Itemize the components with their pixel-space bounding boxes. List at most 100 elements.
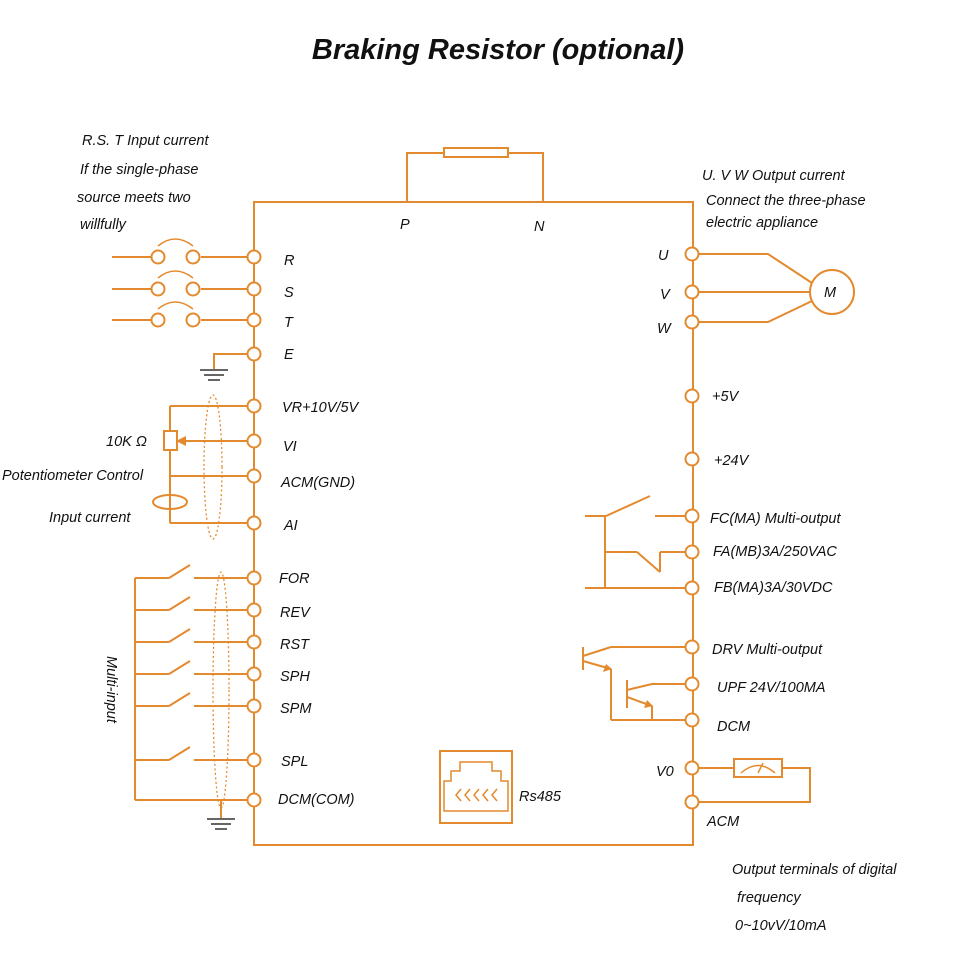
- terminal-u: [684, 246, 700, 262]
- output-note-line-3: electric appliance: [706, 215, 818, 231]
- terminal-for: [246, 570, 262, 586]
- terminal-label-v0: V0: [656, 764, 674, 780]
- left-terminal-circles: [246, 249, 262, 808]
- analog-shield-icon: [203, 394, 223, 540]
- terminal-spm: [246, 698, 262, 714]
- terminal-label-w: W: [657, 321, 672, 337]
- terminal-drv: [684, 639, 700, 655]
- terminal-label-spm: SPM: [280, 701, 312, 717]
- terminal-sph: [246, 666, 262, 682]
- terminal-label-dcm-com: DCM(COM): [278, 792, 355, 808]
- terminal-label-u: U: [658, 248, 669, 264]
- terminal-label-v: V: [660, 287, 671, 303]
- terminal-label-sph: SPH: [280, 669, 310, 685]
- inverter-body: [253, 201, 694, 846]
- frequency-meter-wiring: [699, 758, 811, 803]
- right-terminal-circles: [684, 246, 700, 810]
- terminal-label-drv: DRV Multi-output: [712, 642, 823, 658]
- terminal-w: [684, 314, 700, 330]
- terminal-upf: [684, 676, 700, 692]
- terminal-plus5v: [684, 388, 700, 404]
- diagram-title: Braking Resistor (optional): [312, 34, 684, 66]
- terminal-r: [246, 249, 262, 265]
- terminal-s: [246, 281, 262, 297]
- terminal-label-vi: VI: [283, 439, 297, 455]
- terminal-rev: [246, 602, 262, 618]
- frequency-note-line-1: Output terminals of digital: [732, 862, 897, 878]
- terminal-label-fa: FA(MB)3A/250VAC: [713, 544, 837, 560]
- resistor-value-label: 10K Ω: [106, 434, 147, 450]
- terminal-label-for: FOR: [279, 571, 310, 587]
- terminal-spl: [246, 752, 262, 768]
- analog-input-wiring: [152, 405, 247, 524]
- terminal-label-s: S: [284, 285, 294, 301]
- terminal-t: [246, 312, 262, 328]
- terminal-plus24v: [684, 451, 700, 467]
- relay-output-wiring: [585, 495, 686, 589]
- terminal-fb: [684, 580, 700, 596]
- output-note-line-1: U. V W Output current: [702, 168, 846, 184]
- braking-resistor: [406, 147, 544, 202]
- rs485-label: Rs485: [519, 789, 562, 805]
- terminal-e: [246, 346, 262, 362]
- terminal-vi: [246, 433, 262, 449]
- digital-input-wiring: [134, 564, 247, 830]
- input-note: R.S. T Input current If the single-phase…: [77, 133, 209, 233]
- terminal-dcm-com: [246, 792, 262, 808]
- input-note-line-2: If the single-phase: [80, 162, 199, 178]
- input-note-line-3: source meets two: [77, 190, 191, 206]
- input-current-label: Input current: [49, 510, 131, 526]
- frequency-note-line-2: frequency: [737, 890, 801, 906]
- potentiometer-icon: [163, 430, 178, 451]
- motor-label: M: [824, 285, 837, 301]
- input-current-ellipse: [152, 494, 188, 510]
- output-note: U. V W Output current Connect the three-…: [702, 168, 866, 231]
- motor-icon: [809, 269, 855, 315]
- rs485-port-icon: [439, 750, 513, 824]
- terminal-fa: [684, 544, 700, 560]
- terminal-dcm: [684, 712, 700, 728]
- terminal-vr: [246, 398, 262, 414]
- terminal-label-e: E: [284, 347, 294, 363]
- terminal-v0: [684, 760, 700, 776]
- motor-wiring: [699, 253, 855, 323]
- input-note-line-4: willfully: [80, 217, 127, 233]
- braking-resistor-symbol: [443, 147, 509, 158]
- terminal-acm: [684, 794, 700, 810]
- terminal-label-acm: ACM: [706, 814, 740, 830]
- terminal-rst: [246, 634, 262, 650]
- terminal-label-plus24v: +24V: [714, 453, 750, 469]
- terminal-ai: [246, 515, 262, 531]
- output-note-line-2: Connect the three-phase: [706, 193, 866, 209]
- terminal-label-p: P: [400, 217, 410, 233]
- transistor-output-wiring: [582, 646, 686, 721]
- input-note-line-1: R.S. T Input current: [82, 133, 209, 149]
- input-breaker-wiring: [112, 238, 247, 328]
- terminal-label-n: N: [534, 219, 545, 235]
- terminal-label-t: T: [284, 315, 294, 331]
- terminal-label-dcm: DCM: [717, 719, 751, 735]
- digital-shield-icon: [212, 571, 230, 809]
- terminal-label-rev: REV: [280, 605, 311, 621]
- terminal-label-r: R: [284, 253, 295, 269]
- terminal-label-fb: FB(MA)3A/30VDC: [714, 580, 833, 596]
- terminal-label-spl: SPL: [281, 754, 308, 770]
- terminal-label-upf: UPF 24V/100MA: [717, 680, 826, 696]
- ground-e: [200, 353, 247, 381]
- multi-input-label: Multi-input: [103, 656, 119, 724]
- brake-loop-wire: [406, 152, 544, 202]
- terminal-label-plus5v: +5V: [712, 389, 740, 405]
- frequency-meter-icon: [733, 758, 783, 778]
- frequency-note: Output terminals of digital frequency 0~…: [732, 862, 897, 934]
- terminal-label-fc: FC(MA) Multi-output: [710, 511, 841, 527]
- terminal-v: [684, 284, 700, 300]
- terminal-label-vr: VR+10V/5V: [282, 400, 360, 416]
- frequency-note-line-3: 0~10vV/10mA: [735, 918, 827, 934]
- potentiometer-label: Potentiometer Control: [2, 468, 144, 484]
- terminal-label-rst: RST: [280, 637, 310, 653]
- terminal-label-acm-gnd: ACM(GND): [280, 475, 355, 491]
- terminal-label-ai: AI: [283, 518, 298, 534]
- terminal-acm-gnd: [246, 468, 262, 484]
